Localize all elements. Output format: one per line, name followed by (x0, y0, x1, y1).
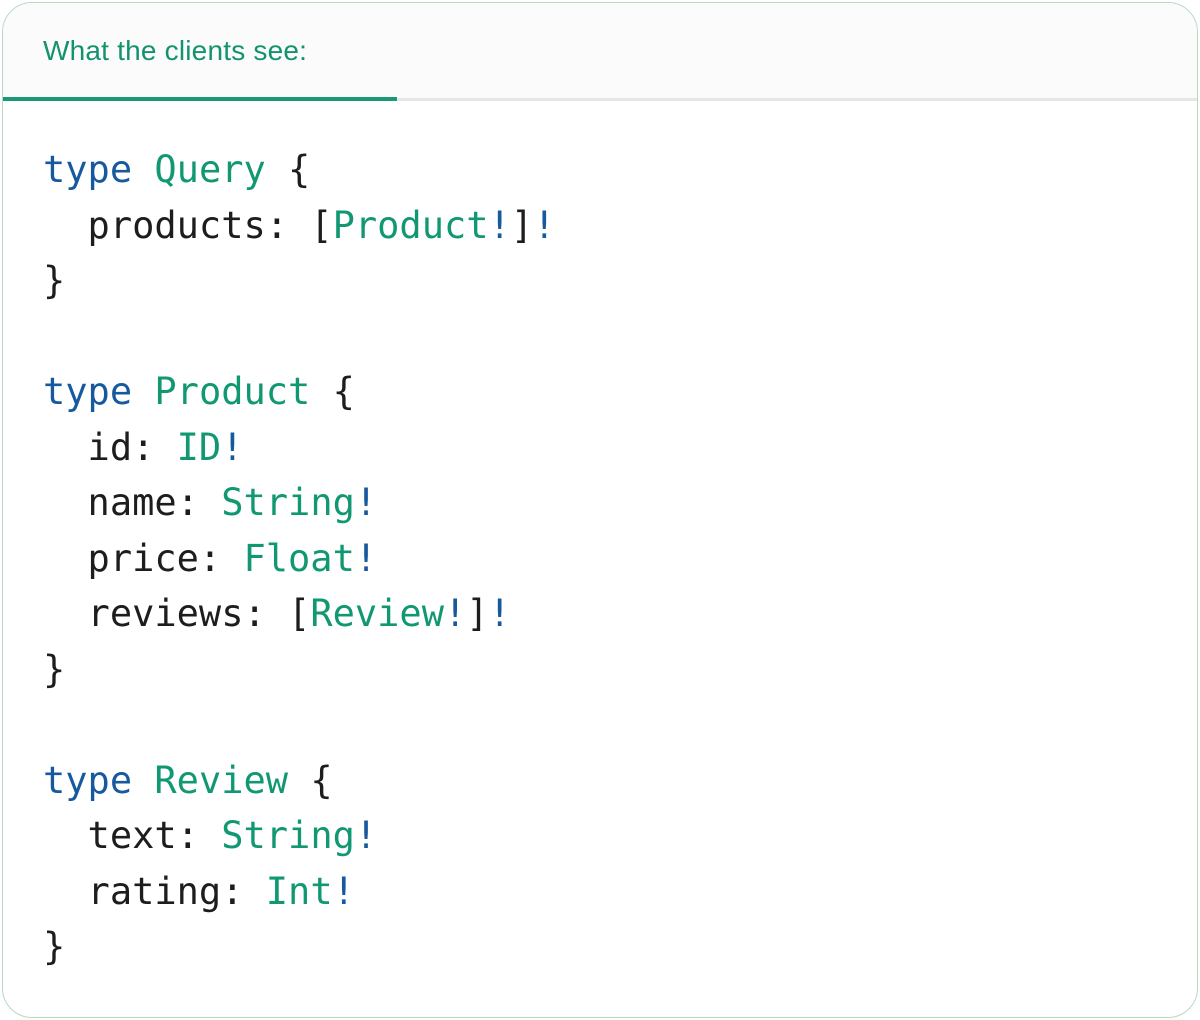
code-line: type Product { (43, 370, 355, 413)
code-block: type Query { products: [Product!]!} type… (3, 101, 1197, 975)
code-line: } (43, 259, 66, 302)
code-line: id: ID! (43, 425, 244, 469)
code-line: rating: Int! (43, 869, 355, 913)
tab-bar: What the clients see: (3, 3, 1197, 101)
code-line: type Query { (43, 148, 311, 191)
code-line: type Review { (43, 758, 333, 802)
code-line: reviews: [Review!]! (43, 592, 511, 635)
tab-what-clients-see[interactable]: What the clients see: (3, 3, 397, 101)
code-line: } (43, 647, 66, 691)
code-line: text: String! (43, 814, 378, 857)
tab-label: What the clients see: (43, 34, 308, 66)
code-line (43, 697, 1157, 753)
code-line: } (43, 925, 66, 968)
code-line: products: [Product!]! (43, 203, 556, 247)
code-line: price: Float! (43, 536, 378, 580)
code-line: name: String! (43, 481, 378, 524)
code-line (43, 309, 1157, 365)
